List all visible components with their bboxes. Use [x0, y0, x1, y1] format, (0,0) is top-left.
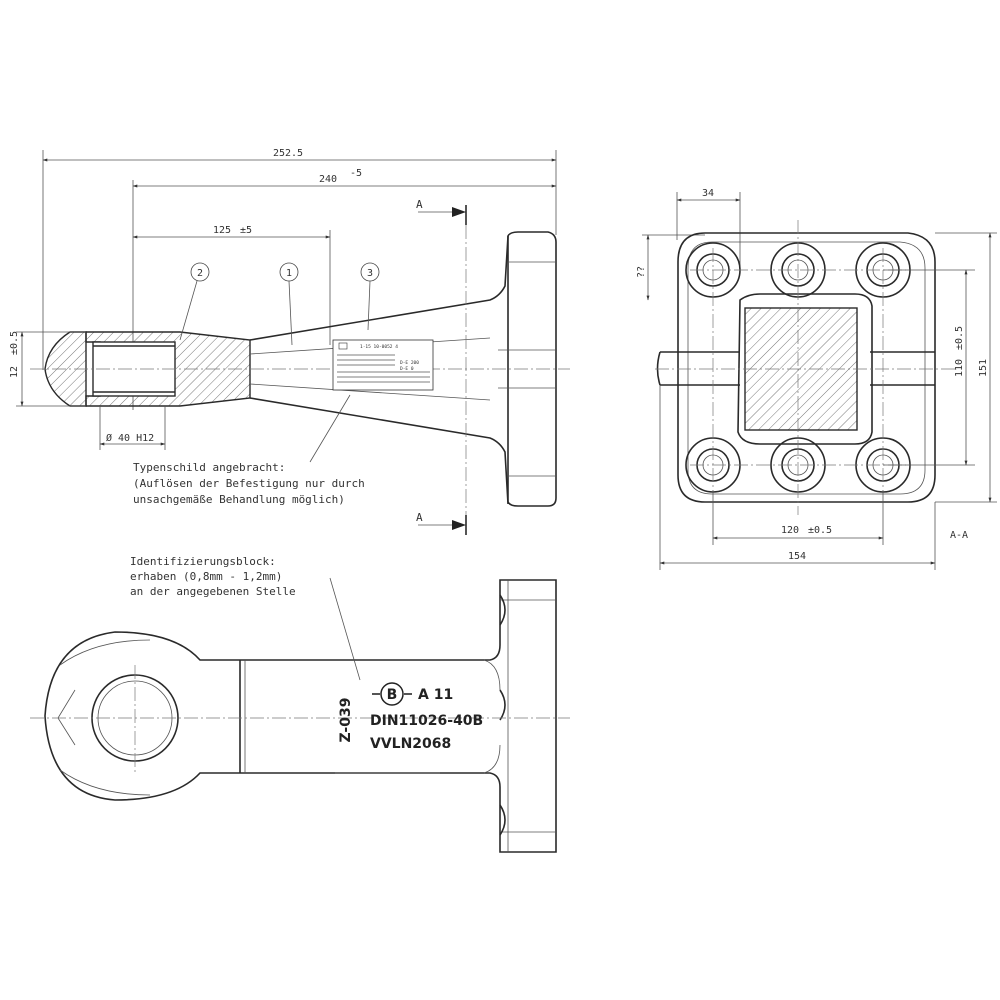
note-type-plate-3: unsachgemäße Behandlung möglich) [133, 493, 345, 506]
callout-1: 1 [279, 262, 299, 346]
flange-side [507, 231, 557, 507]
callout-3-text: 3 [367, 268, 373, 279]
dimension-flange-height: 151 [935, 232, 997, 503]
callout-1-text: 1 [286, 268, 292, 279]
dim-bore-text: Ø 40 H12 [106, 432, 154, 444]
shank-bottom-edge [249, 397, 509, 505]
section-view-label: A-A [950, 530, 968, 541]
section-marker-bottom-label: A [416, 511, 423, 524]
standard-marking: DIN11026-40B [370, 713, 483, 729]
note-ident-2: erhaben (0,8mm - 1,2mm) [130, 570, 282, 583]
callout-2-text: 2 [197, 268, 203, 279]
top-view-outline [44, 579, 557, 853]
code-marking: VVLN2068 [370, 736, 451, 752]
approval-logo-letter: B [387, 687, 398, 703]
note-type-plate-1: Typenschild angebracht: [133, 461, 285, 474]
section-marker-top: A [416, 198, 467, 225]
dim-eye-height-tol: ±0.5 [9, 331, 20, 355]
dim-hole-offset-text: ?? [636, 266, 647, 278]
dim-hole-spacing-h-text: 120 [781, 525, 799, 536]
flange-recess [737, 293, 873, 445]
approval-number: A 11 [418, 687, 453, 703]
dim-125-tol: ±5 [240, 225, 252, 236]
vertical-marking: Z-039 [338, 698, 354, 743]
dimension-overall-length: 252.5 [42, 148, 557, 370]
type-plate-row1: 1·15 10-0052 4 [360, 344, 398, 350]
dim-hole-spacing-v-tol: ±0.5 [954, 326, 965, 350]
dimension-125: 125 ±5 [132, 225, 331, 345]
note-type-plate-2: (Auflösen der Befestigung nur durch [133, 477, 365, 490]
dimension-eye-height: 12 ±0.5 [9, 331, 86, 407]
dim-hole-spacing-v-text: 110 [954, 359, 965, 377]
dim-flange-height-text: 151 [978, 359, 989, 377]
dimension-bore: Ø 40 H12 [99, 406, 166, 450]
dimension-hole-spacing-v: 110 ±0.5 [883, 269, 975, 466]
type-plate-row3: D-E 0 [400, 366, 414, 372]
identification-marking: B A 11 DIN11026-40B VVLN2068 Z-039 [338, 682, 483, 752]
type-plate-row2: D-E 200 [400, 360, 419, 366]
dimension-hole-spacing-h: 120 ±0.5 [712, 490, 884, 545]
dim-125-text: 125 [213, 225, 231, 236]
dim-overall-length-text: 252.5 [273, 148, 303, 159]
section-marker-bottom: A [416, 511, 467, 535]
side-view: 252.5 240 -5 125 ±5 [9, 148, 570, 535]
shank-top-edge [249, 235, 509, 341]
dim-hole-spacing-h-tol: ±0.5 [808, 525, 832, 536]
dim-240-tol: -5 [350, 168, 362, 179]
dimension-34: 34 [676, 188, 741, 270]
dim-34-text: 34 [702, 188, 714, 199]
approval-logo [380, 682, 404, 706]
dimension-flange-width: 154 [659, 385, 936, 570]
dim-eye-height-text: 12 [9, 366, 20, 378]
flange-outline [677, 232, 936, 503]
note-ident-1: Identifizierungsblock: [130, 555, 276, 568]
note-ident-3: an der angegebenen Stelle [130, 585, 296, 598]
type-plate: 1·15 10-0052 4 D-E 200 D-E 0 [332, 339, 434, 391]
callout-3: 3 [360, 262, 380, 331]
callout-2: 2 [179, 262, 210, 341]
top-view: B A 11 DIN11026-40B VVLN2068 Z-039 Ident… [30, 555, 570, 853]
section-marker-top-label: A [416, 198, 423, 211]
dim-flange-width-text: 154 [788, 551, 806, 562]
dim-240-text: 240 [319, 174, 337, 185]
section-view-a-a: 34 ?? [636, 188, 997, 570]
